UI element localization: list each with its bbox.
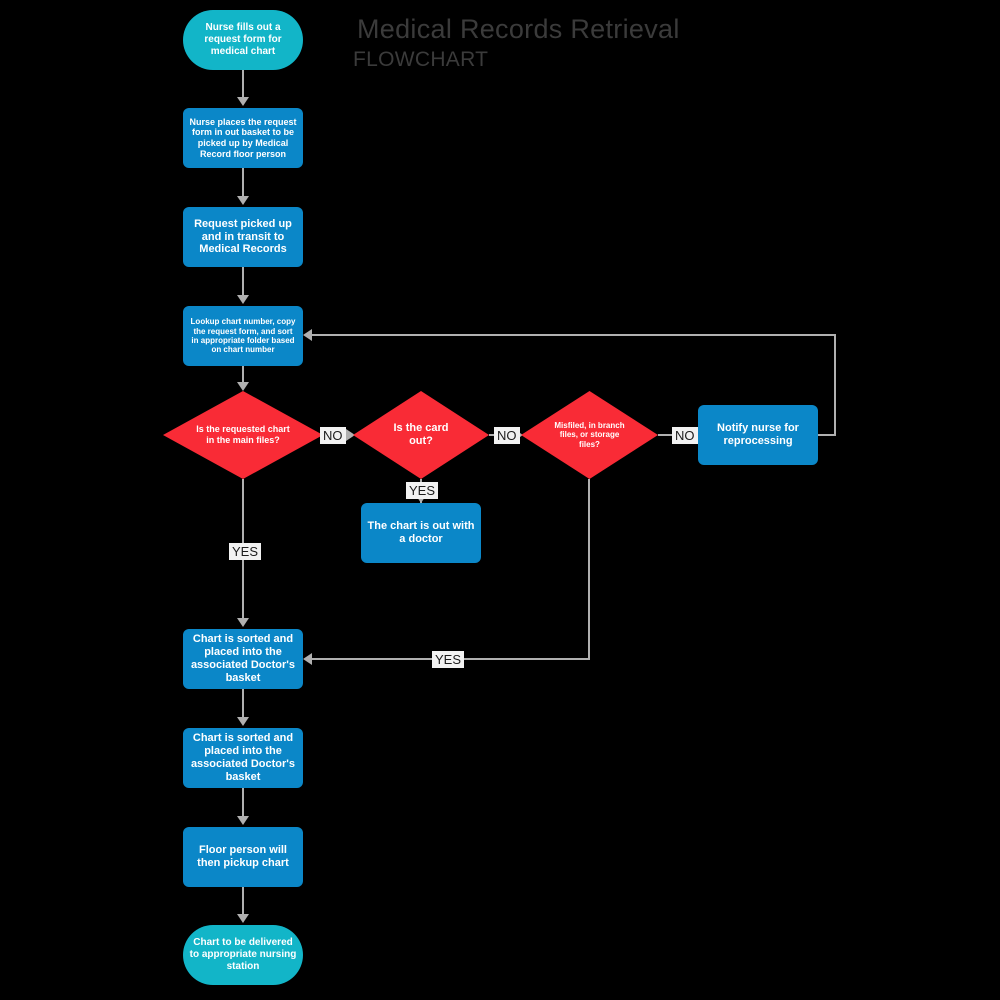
edge-label-yes-card-out: YES: [406, 482, 439, 499]
arrow-sorted-basket-2-to-floor-pickup: [237, 816, 249, 825]
arrow-place-request-to-in-transit: [237, 196, 249, 205]
connector-sorted-basket-1-to-2: [242, 689, 244, 719]
arrow-decision-main-files-no: [346, 429, 355, 441]
arrow-notify-loop-to-lookup: [303, 329, 312, 341]
edge-label-no-misfiled: NO: [672, 427, 698, 444]
node-in-transit[interactable]: Request picked up and in transit to Medi…: [183, 207, 303, 267]
connector-in-transit-to-lookup: [242, 267, 244, 297]
node-decision-main-files[interactable]: Is the requested chart in the main files…: [163, 391, 323, 479]
edge-label-no-card-out: NO: [494, 427, 520, 444]
connector-floor-pickup-to-end: [242, 887, 244, 916]
node-decision-card-out[interactable]: Is the card out?: [353, 391, 489, 479]
connector-start-to-place-request: [242, 70, 244, 99]
node-sorted-basket-1-label: Chart is sorted and placed into the asso…: [190, 633, 296, 684]
arrow-start-to-place-request: [237, 97, 249, 106]
page-subtitle: FLOWCHART: [353, 48, 489, 71]
node-floor-pickup-label: Floor person will then pickup chart: [197, 844, 289, 869]
edge-label-no-main-files: NO: [320, 427, 346, 444]
arrow-in-transit-to-lookup: [237, 295, 249, 304]
arrow-floor-pickup-to-end: [237, 914, 249, 923]
arrow-lookup-to-decision-main-files: [237, 382, 249, 391]
node-lookup[interactable]: Lookup chart number, copy the request fo…: [183, 306, 303, 366]
node-start[interactable]: Nurse fills out a request form for medic…: [183, 10, 303, 70]
node-chart-out-doctor-label: The chart is out with a doctor: [367, 520, 475, 545]
edge-label-yes-misfiled: YES: [432, 651, 465, 668]
page-title: Medical Records Retrieval: [357, 14, 680, 44]
edge-label-yes-main-files: YES: [229, 543, 262, 560]
node-floor-pickup[interactable]: Floor person will then pickup chart: [183, 827, 303, 887]
node-sorted-basket-2-label: Chart is sorted and placed into the asso…: [190, 732, 296, 783]
connector-decision-misfiled-yes-vertical: [588, 479, 590, 660]
node-start-label: Nurse fills out a request form for medic…: [204, 22, 282, 57]
connector-notify-loop-up: [834, 334, 836, 435]
arrow-decision-main-files-yes: [237, 618, 249, 627]
node-decision-misfiled-label: Misfiled, in branch files, or storage fi…: [554, 420, 625, 449]
connector-notify-loop-right: [818, 434, 836, 436]
connector-notify-loop-left: [312, 334, 835, 336]
node-end[interactable]: Chart to be delivered to appropriate nur…: [183, 925, 303, 985]
node-place-request-label: Nurse places the request form in out bas…: [189, 116, 297, 159]
node-place-request[interactable]: Nurse places the request form in out bas…: [183, 108, 303, 168]
arrow-decision-misfiled-yes: [303, 653, 312, 665]
node-notify-nurse-label: Notify nurse for reprocessing: [717, 422, 799, 447]
node-decision-main-files-label: Is the requested chart in the main files…: [196, 424, 290, 445]
node-end-label: Chart to be delivered to appropriate nur…: [189, 937, 297, 972]
node-sorted-basket-1[interactable]: Chart is sorted and placed into the asso…: [183, 629, 303, 689]
node-lookup-label: Lookup chart number, copy the request fo…: [190, 317, 296, 355]
node-decision-card-out-label: Is the card out?: [393, 422, 449, 447]
node-sorted-basket-2[interactable]: Chart is sorted and placed into the asso…: [183, 728, 303, 788]
connector-sorted-basket-2-to-floor-pickup: [242, 788, 244, 818]
connector-place-request-to-in-transit: [242, 168, 244, 198]
connector-lookup-to-decision-main-files: [242, 366, 244, 383]
node-chart-out-doctor[interactable]: The chart is out with a doctor: [361, 503, 481, 563]
node-notify-nurse[interactable]: Notify nurse for reprocessing: [698, 405, 818, 465]
node-decision-misfiled[interactable]: Misfiled, in branch files, or storage fi…: [521, 391, 658, 479]
arrow-sorted-basket-1-to-2: [237, 717, 249, 726]
node-in-transit-label: Request picked up and in transit to Medi…: [194, 217, 292, 256]
